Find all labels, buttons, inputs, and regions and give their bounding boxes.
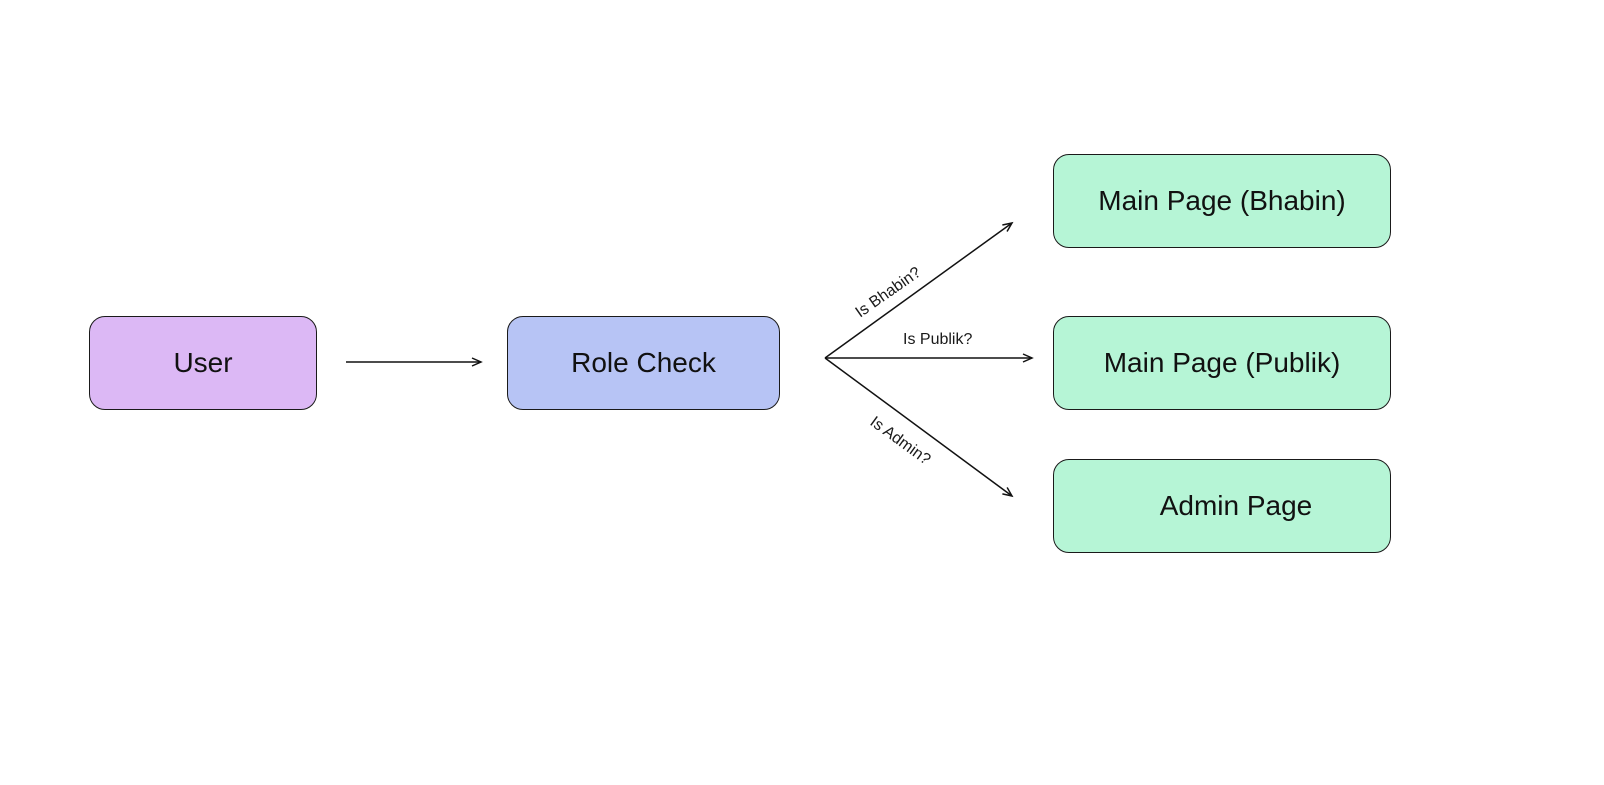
edge-to-main-page-bhabin	[824, 221, 1014, 359]
edge-to-admin-page	[824, 357, 1014, 498]
node-admin-page-label: Admin Page	[1159, 490, 1313, 521]
node-main-page-bhabin-label: Main Page (Bhabin)	[1098, 185, 1346, 216]
edge-label-is-publik: Is Publik?	[903, 331, 972, 348]
node-user[interactable]: User	[89, 316, 317, 410]
node-user-label: User	[173, 347, 233, 378]
node-role-check[interactable]: Role Check	[507, 316, 780, 410]
node-main-page-publik-label: Main Page (Publik)	[1103, 347, 1341, 378]
node-main-page-bhabin[interactable]: Main Page (Bhabin)	[1053, 154, 1391, 248]
node-admin-page[interactable]: Admin Page	[1053, 459, 1391, 553]
node-main-page-publik[interactable]: Main Page (Publik)	[1053, 316, 1391, 410]
node-role-check-label: Role Check	[571, 347, 716, 378]
edge-label-is-admin: Is Admin?	[867, 413, 934, 468]
